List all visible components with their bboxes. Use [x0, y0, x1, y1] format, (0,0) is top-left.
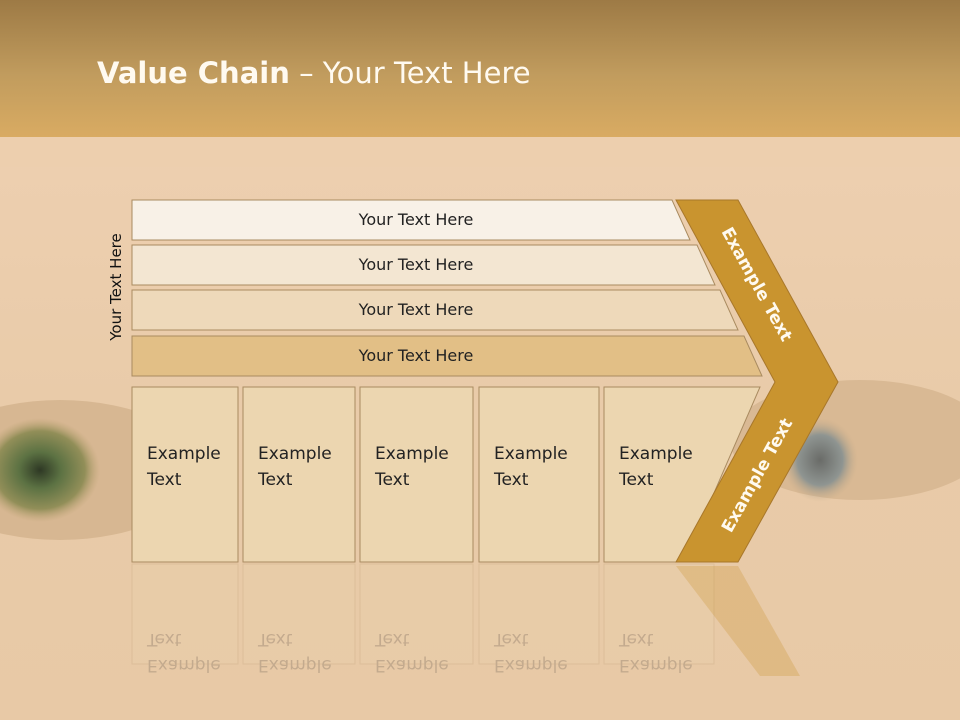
bar-2-label: Your Text Here	[358, 255, 474, 274]
bar-2	[131, 244, 716, 286]
box-3-line2: Text	[374, 470, 410, 490]
title-rest: – Your Text Here	[289, 56, 531, 90]
left-eye-iris	[0, 418, 100, 522]
box-2-line1: Example	[258, 444, 332, 464]
title-bold: Value Chain	[97, 56, 290, 90]
svg-text:Text: Text	[146, 629, 182, 649]
svg-text:Example: Example	[494, 655, 568, 675]
box-4	[478, 386, 600, 563]
box-3-line1: Example	[375, 444, 449, 464]
bar-4-label: Your Text Here	[358, 346, 474, 365]
box-4-line2: Text	[493, 470, 529, 490]
header-band	[0, 0, 960, 137]
bar-3-label: Your Text Here	[358, 300, 474, 319]
svg-text:Example: Example	[147, 655, 221, 675]
header-sub-band	[0, 137, 960, 167]
chevron-arrow	[675, 199, 839, 563]
svg-text:Example: Example	[375, 655, 449, 675]
svg-text:Text: Text	[257, 629, 293, 649]
svg-text:Text: Text	[493, 629, 529, 649]
box-4-line1: Example	[494, 444, 568, 464]
svg-text:Text: Text	[618, 629, 654, 649]
svg-text:Example: Example	[258, 655, 332, 675]
page-title: Value Chain – Your Text Here	[97, 56, 531, 90]
bar-1-label: Your Text Here	[358, 210, 474, 229]
box-1	[131, 386, 239, 563]
bar-4	[131, 335, 763, 377]
box-1-line1: Example	[147, 444, 221, 464]
svg-text:Text: Text	[374, 629, 410, 649]
bar-3	[131, 289, 739, 331]
bar-1	[131, 199, 691, 241]
chevron-reflection	[676, 566, 800, 676]
box-3	[359, 386, 474, 563]
box-2-line2: Text	[257, 470, 293, 490]
svg-text:Example: Example	[619, 655, 693, 675]
box-1-line2: Text	[146, 470, 182, 490]
box-5-line2: Text	[618, 470, 654, 490]
box-2	[242, 386, 356, 563]
box-5-line1: Example	[619, 444, 693, 464]
